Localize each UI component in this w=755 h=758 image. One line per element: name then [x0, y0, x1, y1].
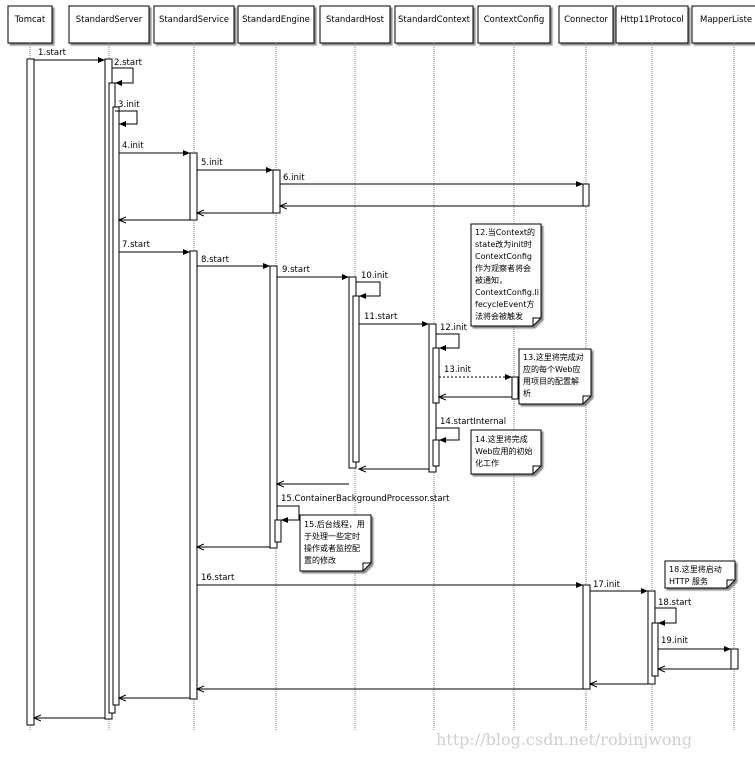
participant-connector-label: Connector: [564, 15, 608, 25]
note-15-line-3: 操作或者监控配: [304, 543, 360, 553]
participants: Tomcat StandardServer StandardService St…: [7, 5, 755, 730]
note-12-line-4: 作为观察者将会: [475, 263, 531, 273]
label-13-init: 13.init: [444, 365, 472, 375]
participant-http11-label: Http11Protocol: [620, 15, 684, 25]
participant-service-label: StandardService: [159, 15, 229, 25]
note-12-line-5: 被通知，: [475, 275, 507, 285]
note-14-line-1: 14.这里将完成: [475, 434, 528, 444]
message-10-init: [356, 281, 381, 299]
participant-context-label: StandardContext: [398, 15, 471, 25]
participant-engine: StandardEngine: [237, 5, 315, 730]
activation-engine-2: [269, 265, 278, 549]
label-15-containerbackgroundprocessor-start: 15.ContainerBackgroundProcessor.start: [281, 494, 450, 504]
label-9-start: 9.start: [282, 265, 311, 275]
label-6-init: 6.init: [283, 173, 305, 183]
activation-engine-1: [272, 169, 281, 214]
note-13-line-4: 析: [523, 388, 531, 398]
activation-engine-3: [274, 519, 282, 543]
note-12-line-7: fecycleEvent方: [475, 299, 534, 309]
label-12-init: 12.init: [440, 323, 468, 333]
message-2-start: [112, 67, 134, 86]
message-15-containerbackgroundprocessor-start: [277, 505, 300, 523]
label-8-start: 8.start: [201, 255, 230, 265]
participant-context: StandardContext: [394, 5, 474, 730]
activation-context-3: [432, 439, 440, 467]
label-4-init: 4.init: [122, 141, 144, 151]
label-5-init: 5.init: [201, 158, 223, 168]
note-12-line-8: 法将会被触发: [475, 311, 523, 321]
note-14-line-2: Web应用的初始: [475, 446, 532, 456]
activation-service-1: [189, 152, 198, 221]
label-10-init: 10.init: [361, 271, 389, 281]
label-17-init: 17.init: [593, 580, 621, 590]
note-12: 12.当Context的 state改为init时 ContextConfig …: [470, 223, 542, 327]
participant-server-label: StandardServer: [76, 15, 143, 25]
label-11-start: 11.start: [364, 312, 398, 322]
participant-mapper-label: MapperListe: [700, 15, 752, 25]
messages: [34, 57, 731, 718]
note-14: 14.这里将完成 Web应用的初始 化工作: [470, 429, 542, 475]
activation-bars: [26, 58, 739, 726]
participant-mapper: MapperListe: [691, 5, 755, 730]
label-7-start: 7.start: [122, 240, 151, 250]
participant-host-label: StandardHost: [326, 15, 385, 25]
label-19-init: 19.init: [661, 636, 689, 646]
activation-host-2: [352, 295, 360, 463]
watermark: http://blog.csdn.net/robinjwong: [436, 730, 692, 749]
note-18: 18.这里将启动 HTTP 服务: [664, 560, 736, 589]
activation-ctxcfg: [511, 376, 519, 400]
message-18-start: [655, 607, 677, 626]
activation-service-2: [189, 250, 198, 700]
label-3-init: 3.init: [118, 100, 140, 110]
activation-tomcat: [26, 58, 35, 726]
note-15-line-4: 置的修改: [304, 555, 336, 565]
label-2-start: 2.start: [114, 58, 143, 68]
note-12-line-2: state改为init时: [475, 239, 532, 249]
activation-context-2: [432, 347, 440, 404]
participant-ctxcfg: ContextConfig: [477, 5, 551, 730]
note-12-line-6: ContextConfig.li: [475, 288, 539, 297]
note-13-line-1: 13.这里将完成对: [523, 352, 584, 362]
note-15: 15.后台线程，用 于处理一些定时 操作或者监控配 置的修改: [299, 514, 372, 572]
note-13-line-3: 用项目的配置解: [523, 376, 579, 386]
note-18-line-1: 18.这里将启动: [669, 564, 722, 574]
message-12-init: [436, 333, 460, 351]
note-15-line-1: 15.后台线程，用: [304, 519, 365, 529]
note-15-line-2: 于处理一些定时: [304, 531, 360, 541]
label-1-start: 1.start: [38, 48, 67, 58]
note-12-line-1: 12.当Context的: [475, 227, 535, 237]
label-18-start: 18.start: [658, 598, 692, 608]
activation-mapper: [730, 648, 739, 670]
participant-tomcat-label: Tomcat: [14, 15, 46, 25]
participant-engine-label: StandardEngine: [242, 15, 310, 25]
activation-http11-2: [651, 622, 659, 677]
note-13: 13.这里将完成对 应的每个Web应 用项目的配置解 析: [518, 348, 592, 405]
participant-host: StandardHost: [319, 5, 391, 730]
message-labels: 1.start 2.start 3.init 4.init 5.init 6.i…: [38, 48, 692, 646]
label-14-startinternal: 14.startInternal: [440, 417, 506, 427]
activation-connector-2: [582, 584, 591, 690]
participant-connector: Connector: [558, 5, 614, 730]
notes: 12.当Context的 state改为init时 ContextConfig …: [299, 223, 736, 589]
note-14-line-3: 化工作: [475, 458, 499, 468]
activation-connector-1: [582, 183, 590, 207]
message-3-init: [115, 110, 138, 127]
label-16-start: 16.start: [201, 573, 235, 583]
activation-server-3: [112, 106, 120, 706]
note-18-line-2: HTTP 服务: [669, 576, 708, 586]
note-12-line-3: ContextConfig: [475, 252, 532, 261]
participant-ctxcfg-label: ContextConfig: [484, 15, 545, 25]
note-13-line-2: 应的每个Web应: [523, 364, 580, 374]
message-14-startinternal: [436, 427, 460, 443]
